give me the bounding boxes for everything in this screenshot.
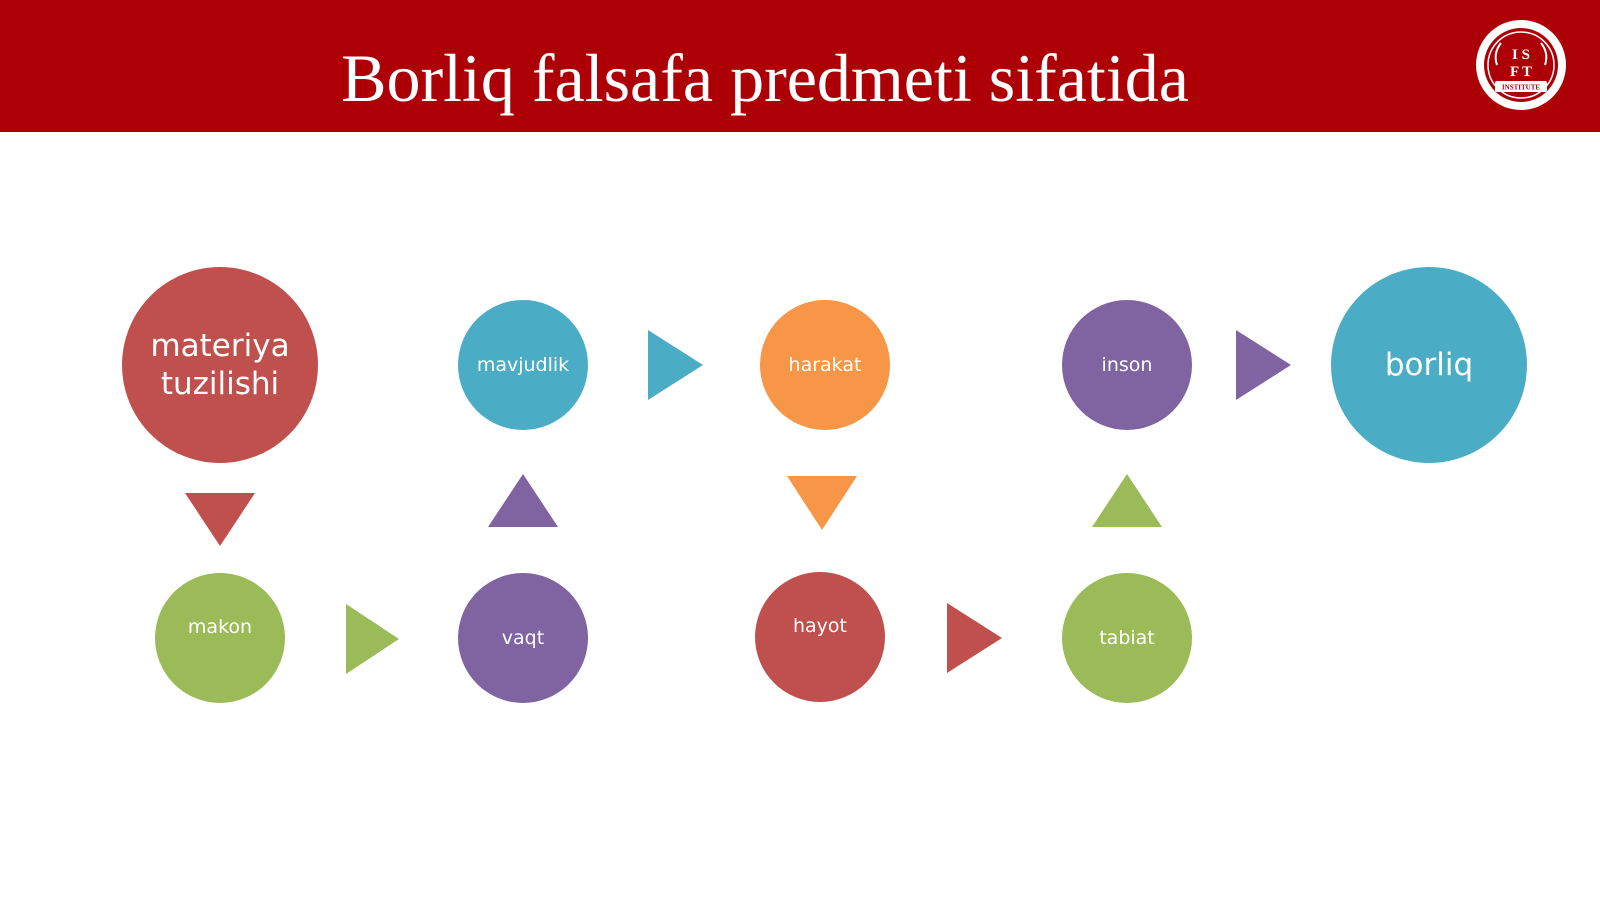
node-inson: inson — [1062, 300, 1192, 430]
node-tabiat: tabiat — [1062, 573, 1192, 703]
node-mavjudlik: mavjudlik — [458, 300, 588, 430]
node-label: harakat — [788, 354, 862, 376]
node-label: borliq — [1384, 347, 1474, 383]
institute-logo: I S F T INSTITUTE — [1476, 20, 1566, 110]
title-bar: Borliq falsafa predmeti sifatida I S F T… — [0, 0, 1600, 132]
node-vaqt: vaqt — [458, 573, 588, 703]
page-title: Borliq falsafa predmeti sifatida — [341, 40, 1189, 116]
arrow-right-icon — [947, 603, 1002, 673]
node-makon: makon — [155, 573, 285, 703]
node-label: vaqt — [501, 627, 545, 649]
svg-text:INSTITUTE: INSTITUTE — [1502, 84, 1540, 92]
arrow-up-icon — [1092, 474, 1162, 527]
arrow-right-icon — [346, 604, 399, 674]
arrow-right-icon — [1236, 330, 1291, 400]
arrow-down-icon — [185, 493, 255, 546]
svg-text:I S: I S — [1512, 47, 1530, 63]
node-materiya-tuzilishi: materiya tuzilishi — [122, 267, 318, 463]
svg-text:F T: F T — [1510, 64, 1532, 80]
node-label: inson — [1101, 354, 1153, 376]
node-hayot: hayot — [755, 572, 885, 702]
node-label: makon — [187, 616, 253, 638]
node-label: tabiat — [1099, 627, 1155, 649]
node-borliq: borliq — [1331, 267, 1527, 463]
arrow-right-icon — [648, 330, 703, 400]
logo-emblem-icon: I S F T INSTITUTE — [1484, 28, 1558, 102]
node-label: mavjudlik — [476, 354, 570, 376]
node-label: hayot — [792, 615, 847, 637]
arrow-up-icon — [488, 474, 558, 527]
node-harakat: harakat — [760, 300, 890, 430]
node-label: materiya tuzilishi — [150, 328, 290, 402]
arrow-down-icon — [787, 476, 857, 530]
